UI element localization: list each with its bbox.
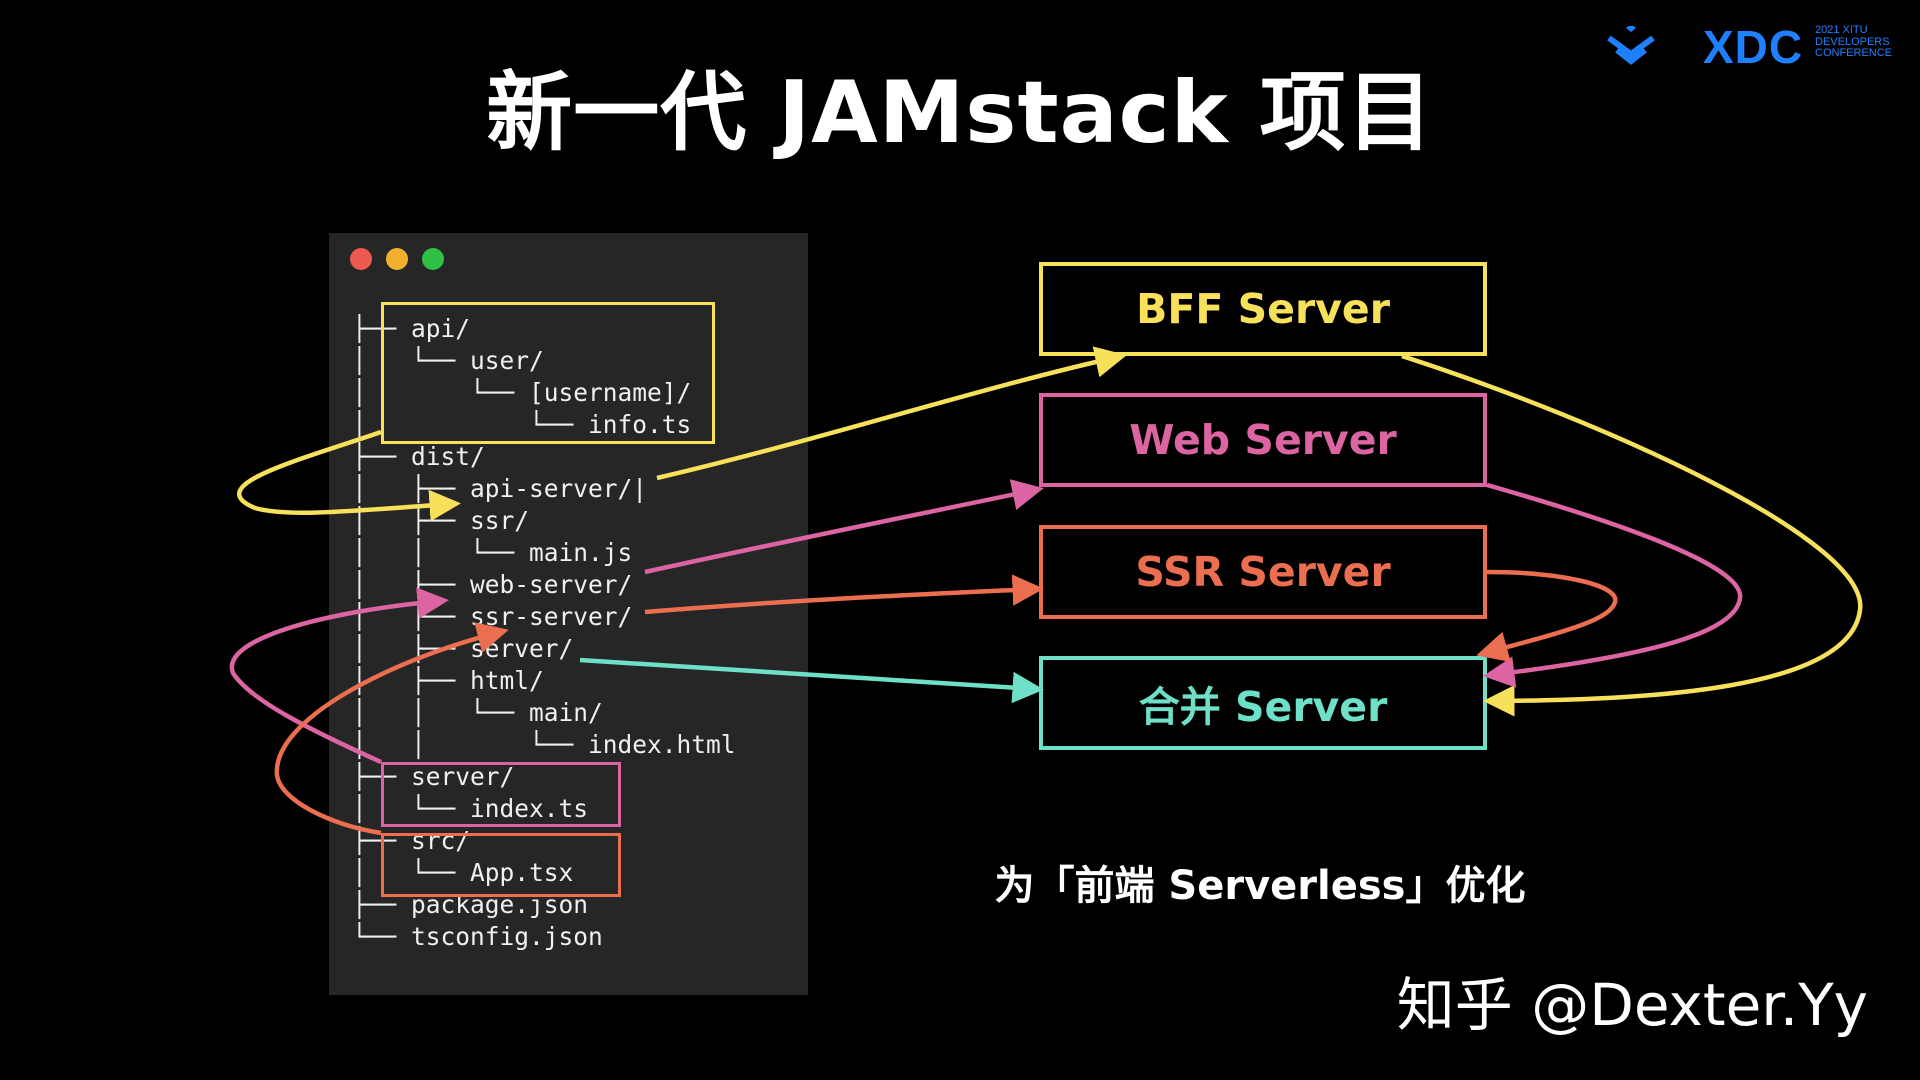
arrow-server-to-merge: [579, 657, 1044, 704]
tree-line-info-ts: │ └── info.ts: [352, 410, 692, 439]
merge-server-label: 合并 Server: [1138, 683, 1388, 731]
tree-line-main: │ │ └── main/: [352, 698, 603, 727]
arrow-ssr-server-to-ssr: [644, 574, 1044, 615]
tree-line-app-tsx: │ └── App.tsx: [352, 858, 574, 887]
tree-line-web-server: │ ├── web-server/: [352, 570, 633, 599]
tree-line-username: │ └── [username]/: [352, 378, 692, 407]
tree-line-api: ├── api/: [352, 314, 471, 343]
window-maximize-dot[interactable]: [422, 248, 444, 270]
tree-line-server: ├── server/: [352, 762, 515, 791]
bff-server-label: BFF Server: [1136, 285, 1390, 333]
arrow-api-to-api-server: [237, 429, 461, 522]
tree-line-dist: ├── dist/: [352, 442, 485, 471]
arrow-bff-to-merge: [1401, 353, 1863, 717]
tree-line-index-ts: │ └── index.ts: [352, 794, 589, 823]
web-server-label: Web Server: [1129, 416, 1397, 464]
server-highlight-box: [381, 762, 621, 827]
logo-wordmark: XDC: [1703, 21, 1804, 73]
tree-line-user: │ └── user/: [352, 346, 544, 375]
api-highlight-box: [381, 302, 715, 444]
window-close-dot[interactable]: [350, 248, 372, 270]
tree-line-tsconfig-json: └── tsconfig.json: [352, 922, 603, 951]
logo-subtitle: 2021 XITU DEVELOPERS CONFERENCE: [1815, 24, 1893, 59]
tree-line-main-js: │ │ └── main.js: [352, 538, 633, 567]
window-minimize-dot[interactable]: [386, 248, 408, 270]
terminal-window: [329, 233, 808, 995]
arrow-src-to-ssr-server: [274, 622, 509, 836]
bff-server-box: BFF Server: [1039, 262, 1487, 356]
juejin-chevrons-icon: [1607, 26, 1655, 65]
web-server-box: Web Server: [1039, 393, 1487, 487]
zhihu-watermark: 知乎 @Dexter.Yy: [1396, 971, 1868, 1039]
slide-caption: 为「前端 Serverless」优化: [994, 863, 1526, 909]
src-highlight-box: [381, 833, 621, 897]
tree-line-html: │ ├── html/: [352, 666, 544, 695]
xdc-logo: XDC 2021 XITU DEVELOPERS CONFERENCE: [1605, 21, 1905, 73]
arrow-server-to-web-server: [229, 587, 449, 765]
tree-line-api-server: │ ├── api-server/|: [352, 474, 648, 503]
ssr-server-label: SSR Server: [1135, 548, 1391, 596]
ssr-server-box: SSR Server: [1039, 525, 1487, 619]
arrow-ssr-to-web-server: [644, 479, 1044, 575]
arrow-api-server-to-bff: [656, 346, 1127, 481]
slide-title: 新一代 JAMstack 项目: [486, 63, 1434, 163]
arrow-web-to-merge: [1483, 482, 1743, 688]
arrow-ssr-server-to-merge: [1476, 569, 1618, 663]
